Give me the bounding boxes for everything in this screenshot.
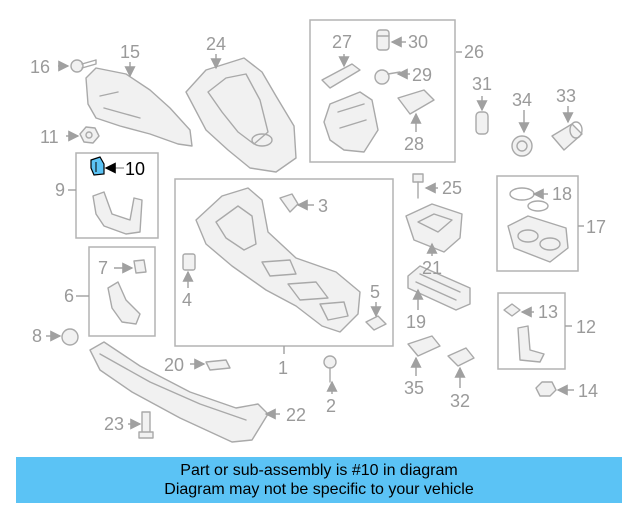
group-box-9	[75, 152, 159, 239]
part-21-tray	[405, 203, 463, 253]
label-18: 18	[552, 184, 572, 204]
part-1-console	[195, 187, 361, 333]
part-20-strip	[205, 359, 231, 371]
banner-line-2: Diagram may not be specific to your vehi…	[164, 481, 474, 498]
part-33-socket	[551, 121, 583, 151]
label-29: 29	[412, 65, 432, 85]
label-1: 1	[278, 358, 288, 378]
group-box-12	[497, 292, 566, 370]
label-9: 9	[55, 180, 65, 200]
banner-line-1: Part or sub-assembly is #10 in diagram	[180, 462, 458, 479]
part-9-bracket	[92, 191, 143, 235]
label-6: 6	[64, 286, 74, 306]
label-11: 11	[40, 127, 59, 147]
label-19: 19	[406, 312, 426, 332]
part-11-nut	[79, 126, 100, 144]
part-10-clip	[90, 156, 105, 176]
part-12-bracket	[517, 325, 545, 363]
label-4: 4	[182, 290, 192, 310]
label-12: 12	[576, 317, 596, 337]
label-26: 26	[464, 42, 484, 62]
info-banner: Part or sub-assembly is #10 in diagram D…	[16, 457, 622, 503]
label-5: 5	[370, 282, 380, 302]
part-28-cover	[397, 89, 435, 115]
label-23: 23	[104, 414, 124, 434]
part-6-bracket	[107, 281, 141, 325]
leader-lines	[46, 36, 584, 430]
part-25-bolt	[412, 173, 424, 199]
part-8-grommet	[61, 328, 79, 346]
label-27: 27	[332, 32, 352, 52]
label-32: 32	[450, 391, 470, 411]
part-23-bolt	[138, 411, 154, 439]
part-32-block	[447, 347, 475, 367]
part-30-socket	[376, 29, 390, 51]
part-2-screw	[323, 355, 337, 383]
part-19-lid	[407, 265, 471, 311]
part-7-clip	[133, 259, 147, 274]
label-20: 20	[164, 355, 184, 375]
label-17: 17	[586, 217, 606, 237]
label-22: 22	[286, 405, 306, 425]
part-5-cap	[365, 315, 387, 331]
label-8: 8	[32, 326, 42, 346]
part-31-plug	[475, 111, 489, 135]
part-34-ring	[511, 135, 533, 157]
label-3: 3	[318, 196, 328, 216]
part-16-bolt	[70, 59, 97, 73]
label-7: 7	[98, 258, 108, 278]
label-30: 30	[408, 32, 428, 52]
part-26-bracket	[323, 91, 379, 153]
label-34: 34	[512, 90, 532, 110]
parts-diagram: 16 15 11 24 10 9 27 30 29 26 28 31 34 33…	[30, 19, 606, 443]
label-14: 14	[578, 381, 598, 401]
label-28: 28	[404, 134, 424, 154]
label-15: 15	[120, 42, 140, 62]
label-35: 35	[404, 378, 424, 398]
label-25: 25	[442, 178, 462, 198]
group-box-26	[309, 19, 456, 163]
part-29-fastener	[374, 69, 401, 85]
part-24-console-trim	[185, 57, 297, 173]
label-16: 16	[30, 57, 50, 77]
part-3-clip	[279, 193, 299, 213]
part-4-plate	[182, 253, 196, 271]
label-21: 21	[422, 258, 442, 278]
label-2: 2	[326, 396, 336, 416]
part-13-clip	[503, 303, 521, 317]
label-10: 10	[125, 159, 145, 179]
group-box-17	[496, 175, 579, 272]
label-31: 31	[472, 74, 492, 94]
part-15-side-panel	[85, 67, 193, 147]
part-35-block	[407, 335, 441, 357]
label-24: 24	[206, 34, 226, 54]
part-27-pad	[321, 63, 361, 89]
part-14-nut	[535, 381, 557, 397]
group-box-6	[88, 246, 156, 337]
label-13: 13	[538, 302, 558, 322]
label-33: 33	[556, 86, 576, 106]
